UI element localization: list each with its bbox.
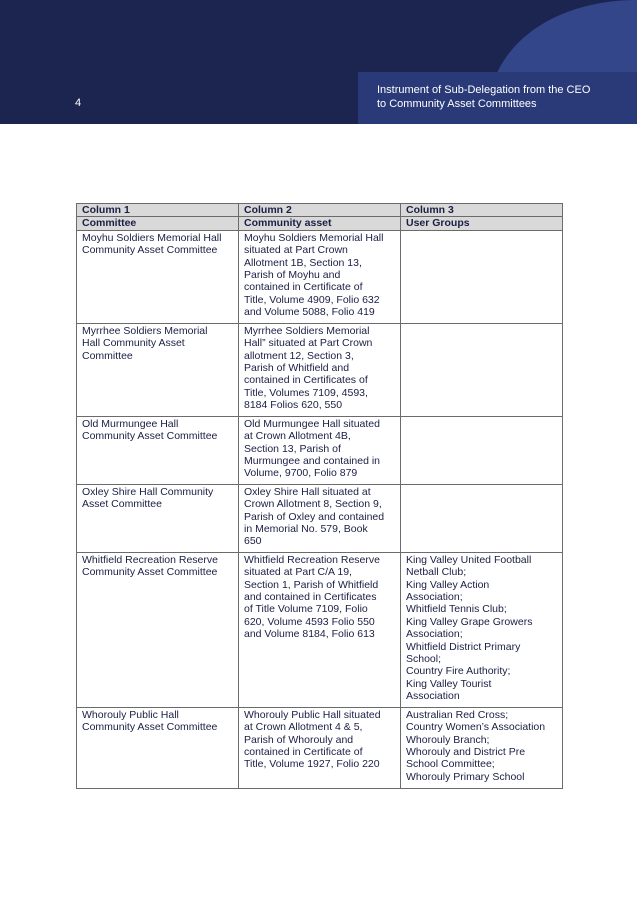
- table-row: Whitfield Recreation Reserve Community A…: [76, 551, 563, 708]
- asset-cell: Moyhu Soldiers Memorial Hall situated at…: [238, 229, 401, 324]
- asset-cell: Oxley Shire Hall situated at Crown Allot…: [238, 483, 401, 553]
- document-title: Instrument of Sub-Delegation from the CE…: [377, 83, 617, 111]
- committee-cell: Oxley Shire Hall Community Asset Committ…: [76, 483, 239, 553]
- committee-header: Committee: [76, 216, 239, 231]
- table-row: Myrrhee Soldiers Memorial Hall Community…: [76, 322, 563, 417]
- committee-cell: Whorouly Public Hall Community Asset Com…: [76, 706, 239, 789]
- column-number-row: Column 1 Column 2 Column 3: [76, 202, 563, 218]
- user-groups-cell: Australian Red Cross; Country Women’s As…: [400, 706, 563, 789]
- asset-cell: Old Murmungee Hall situated at Crown All…: [238, 415, 401, 485]
- asset-cell: Whitfield Recreation Reserve situated at…: [238, 551, 401, 708]
- delegation-table: Column 1 Column 2 Column 3 Committee Com…: [76, 202, 563, 789]
- committee-cell: Myrrhee Soldiers Memorial Hall Community…: [76, 322, 239, 417]
- page-number: 4: [75, 97, 82, 109]
- table-row: Whorouly Public Hall Community Asset Com…: [76, 706, 563, 789]
- user-groups-cell: [400, 415, 563, 485]
- asset-cell: Whorouly Public Hall situated at Crown A…: [238, 706, 401, 789]
- table-row: Old Murmungee Hall Community Asset Commi…: [76, 415, 563, 485]
- column-label-row: Committee Community asset User Groups: [76, 216, 563, 231]
- header-banner: 4 Instrument of Sub-Delegation from the …: [0, 0, 637, 124]
- asset-cell: Myrrhee Soldiers Memorial Hall” situated…: [238, 322, 401, 417]
- committee-cell: Moyhu Soldiers Memorial Hall Community A…: [76, 229, 239, 324]
- committee-cell: Whitfield Recreation Reserve Community A…: [76, 551, 239, 708]
- user-groups-cell: [400, 483, 563, 553]
- community-asset-header: Community asset: [238, 216, 401, 231]
- column-3-header: Column 3: [400, 202, 563, 218]
- user-groups-cell: [400, 229, 563, 324]
- user-groups-header: User Groups: [400, 216, 563, 231]
- committee-cell: Old Murmungee Hall Community Asset Commi…: [76, 415, 239, 485]
- table-row: Oxley Shire Hall Community Asset Committ…: [76, 483, 563, 553]
- user-groups-cell: [400, 322, 563, 417]
- banner-graphic: [0, 0, 637, 124]
- document-title-line-2: to Community Asset Committees: [377, 98, 537, 110]
- user-groups-cell: King Valley United Football Netball Club…: [400, 551, 563, 708]
- column-1-header: Column 1: [76, 202, 239, 218]
- table-row: Moyhu Soldiers Memorial Hall Community A…: [76, 229, 563, 324]
- column-2-header: Column 2: [238, 202, 401, 218]
- document-title-line-1: Instrument of Sub-Delegation from the CE…: [377, 84, 591, 96]
